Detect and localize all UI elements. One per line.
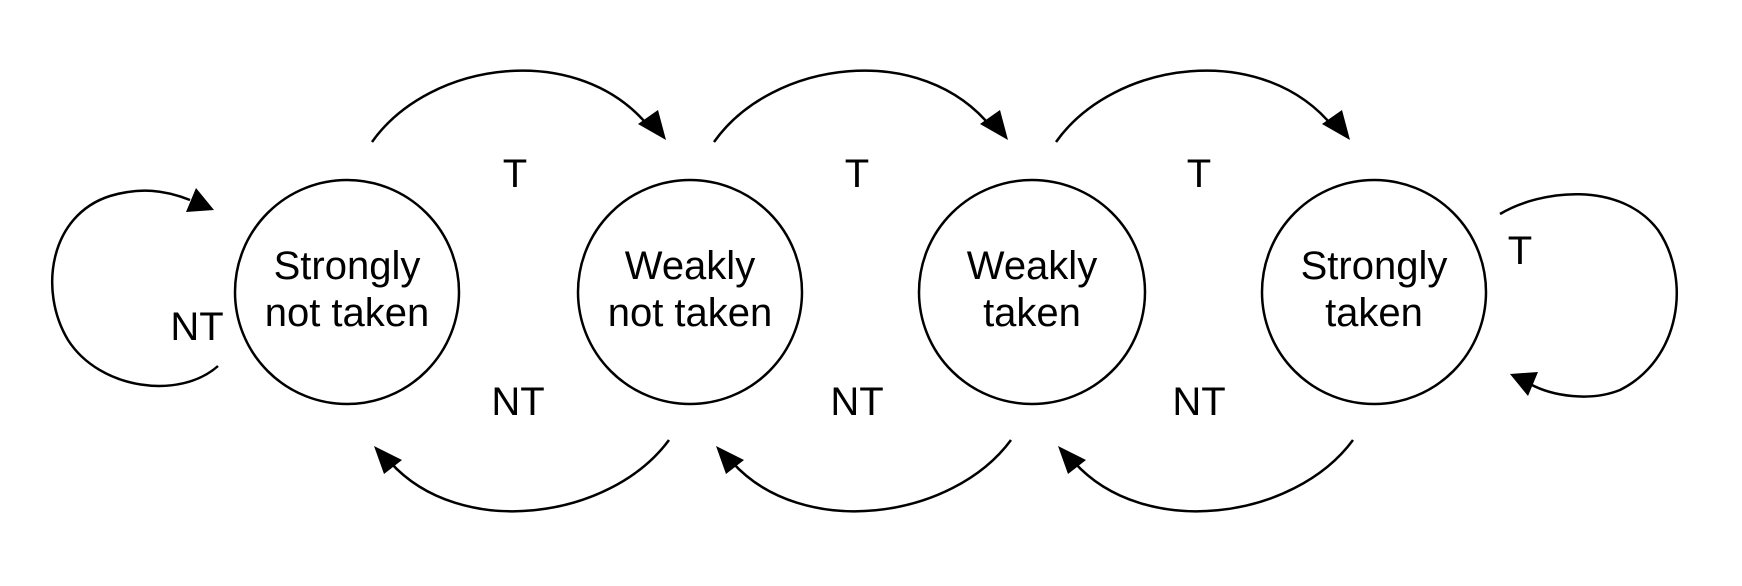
arrowhead-icon (1058, 446, 1086, 474)
transition-backward-1: NT (374, 380, 671, 513)
self-loop-strongly-taken: T (1499, 193, 1678, 398)
arrowhead-icon (638, 110, 666, 140)
state-label-line-2: taken (1325, 291, 1423, 335)
state-label-line-2: not taken (265, 291, 430, 335)
transition-label: NT (830, 380, 883, 424)
transition-label: NT (170, 305, 223, 349)
state-label-line-1: Weakly (967, 244, 1097, 288)
transition-forward-2: T (712, 69, 1008, 196)
state-strongly-not-taken: Strongly not taken (233, 178, 461, 406)
state-label-line-1: Strongly (1301, 244, 1448, 288)
transition-forward-3: T (1054, 69, 1350, 196)
arrowhead-icon (716, 446, 744, 474)
arrowhead-icon (1510, 372, 1538, 396)
state-strongly-taken: Strongly taken (1260, 178, 1488, 406)
transition-backward-2: NT (716, 380, 1013, 513)
state-label-line-2: not taken (608, 291, 773, 335)
arrowhead-icon (186, 188, 214, 212)
arrowhead-icon (1322, 110, 1350, 140)
state-label-line-1: Weakly (625, 244, 755, 288)
transition-label: T (845, 152, 869, 196)
state-weakly-not-taken: Weakly not taken (576, 178, 804, 406)
arrowhead-icon (980, 110, 1008, 140)
state-label-line-2: taken (983, 291, 1081, 335)
transition-label: T (503, 152, 527, 196)
arrowhead-icon (374, 446, 402, 474)
state-label-line-1: Strongly (274, 244, 421, 288)
self-loop-strongly-not-taken: NT (50, 188, 224, 388)
transition-label: NT (491, 380, 544, 424)
state-weakly-taken: Weakly taken (917, 178, 1147, 406)
transition-label: T (1187, 152, 1211, 196)
transition-backward-3: NT (1058, 380, 1355, 513)
transition-forward-1: T (370, 69, 666, 196)
transition-label: NT (1172, 380, 1225, 424)
transition-label: T (1508, 229, 1532, 273)
